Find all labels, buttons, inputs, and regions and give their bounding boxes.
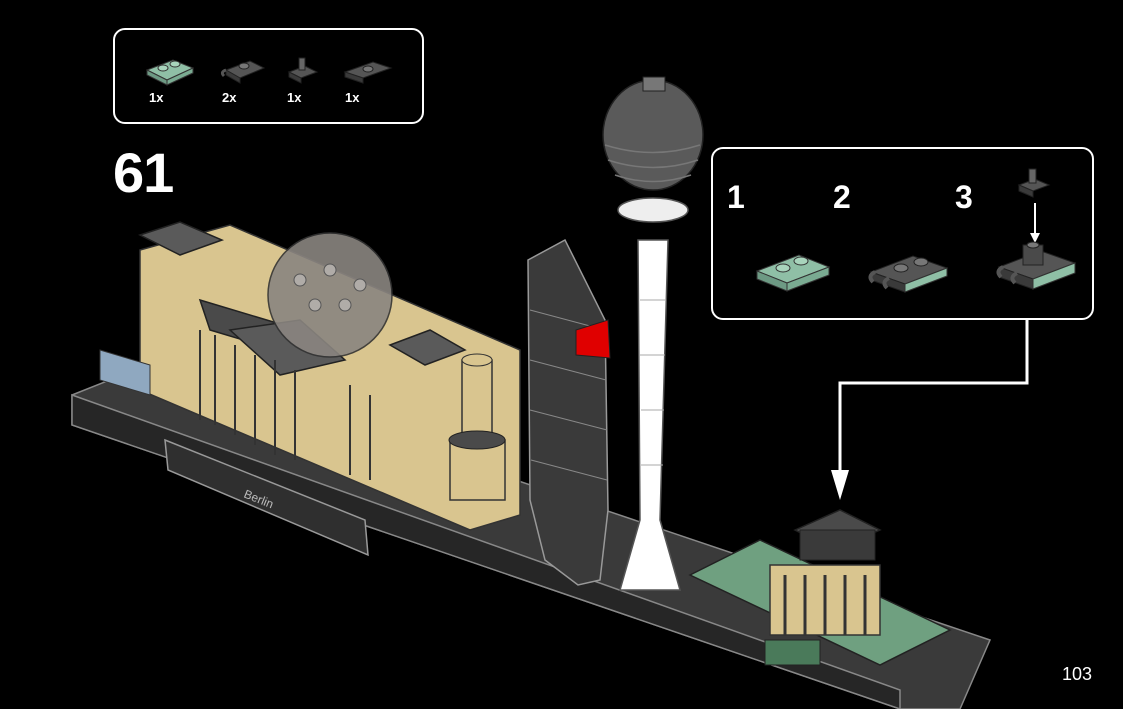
part-clip (285, 56, 345, 116)
dark-tower (527, 238, 611, 586)
part-qty: 1x (149, 90, 164, 105)
page-number: 103 (1062, 664, 1093, 684)
dark-gray-clip-icon (287, 57, 319, 84)
dark-gray-jumper-plate-icon (343, 61, 393, 84)
sub-step-label: 3 (955, 179, 973, 215)
sub-assembly-box: 1 2 3 (711, 147, 1094, 320)
part-sand-green-plate (145, 56, 205, 116)
part-clip-plate (220, 56, 280, 116)
part-qty: 1x (287, 90, 302, 105)
part-qty: 2x (222, 90, 237, 105)
sub-step-2-clip-plate-icon (868, 255, 949, 293)
brandenburg-gate (688, 509, 952, 666)
step-number: 61 (113, 141, 174, 204)
part-qty: 1x (345, 90, 360, 105)
part-jumper-plate (343, 56, 403, 116)
tv-tower (602, 76, 704, 591)
sand-green-plate-1x2-icon (145, 59, 195, 86)
reichstag-building (99, 221, 521, 531)
sub-step-1-plate-icon (755, 254, 831, 292)
sub-step-3-assembly-icon (996, 168, 1077, 290)
dark-gray-clip-plate-icon (220, 60, 266, 84)
sub-step-label: 2 (833, 179, 851, 215)
callout-arrow (831, 320, 1029, 500)
parts-list-box: 1x 2x 1x 1x (113, 28, 424, 124)
sub-step-label: 1 (727, 179, 745, 215)
small-tower (448, 353, 506, 501)
